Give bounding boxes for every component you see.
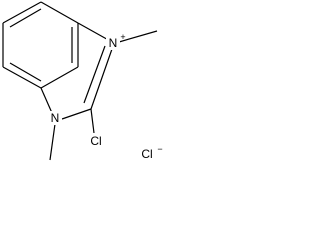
bond-c7a-n1 [40,87,53,114]
bond-c4-c5 [40,66,79,89]
bond-c2-cl [90,108,95,134]
bond-c2-c3 [40,1,79,24]
atom-cl-substituent: Cl [90,134,101,148]
counterion-cl: Cl [141,147,152,161]
atom-n-upper: N [109,36,118,50]
bond-inner-1 [9,8,42,28]
bond-c2-n3 [90,48,113,110]
charge-n-upper: + [120,32,125,42]
bond-n1-methyl [49,123,56,161]
counterion-charge: − [157,144,162,154]
bond-c2-n3-double [83,45,106,104]
bond-n1-c2 [61,108,92,120]
bond-c1-c2 [2,1,42,24]
bonds [2,1,158,161]
bond-c5-c6 [2,66,42,89]
atom-labels: N + N Cl Cl − [48,32,163,161]
atom-n-lower: N [51,111,60,125]
bond-inner-3 [9,62,42,82]
benzimidazolium-structure: N + N Cl Cl − [2,1,163,161]
bond-n3-methyl [118,30,158,43]
